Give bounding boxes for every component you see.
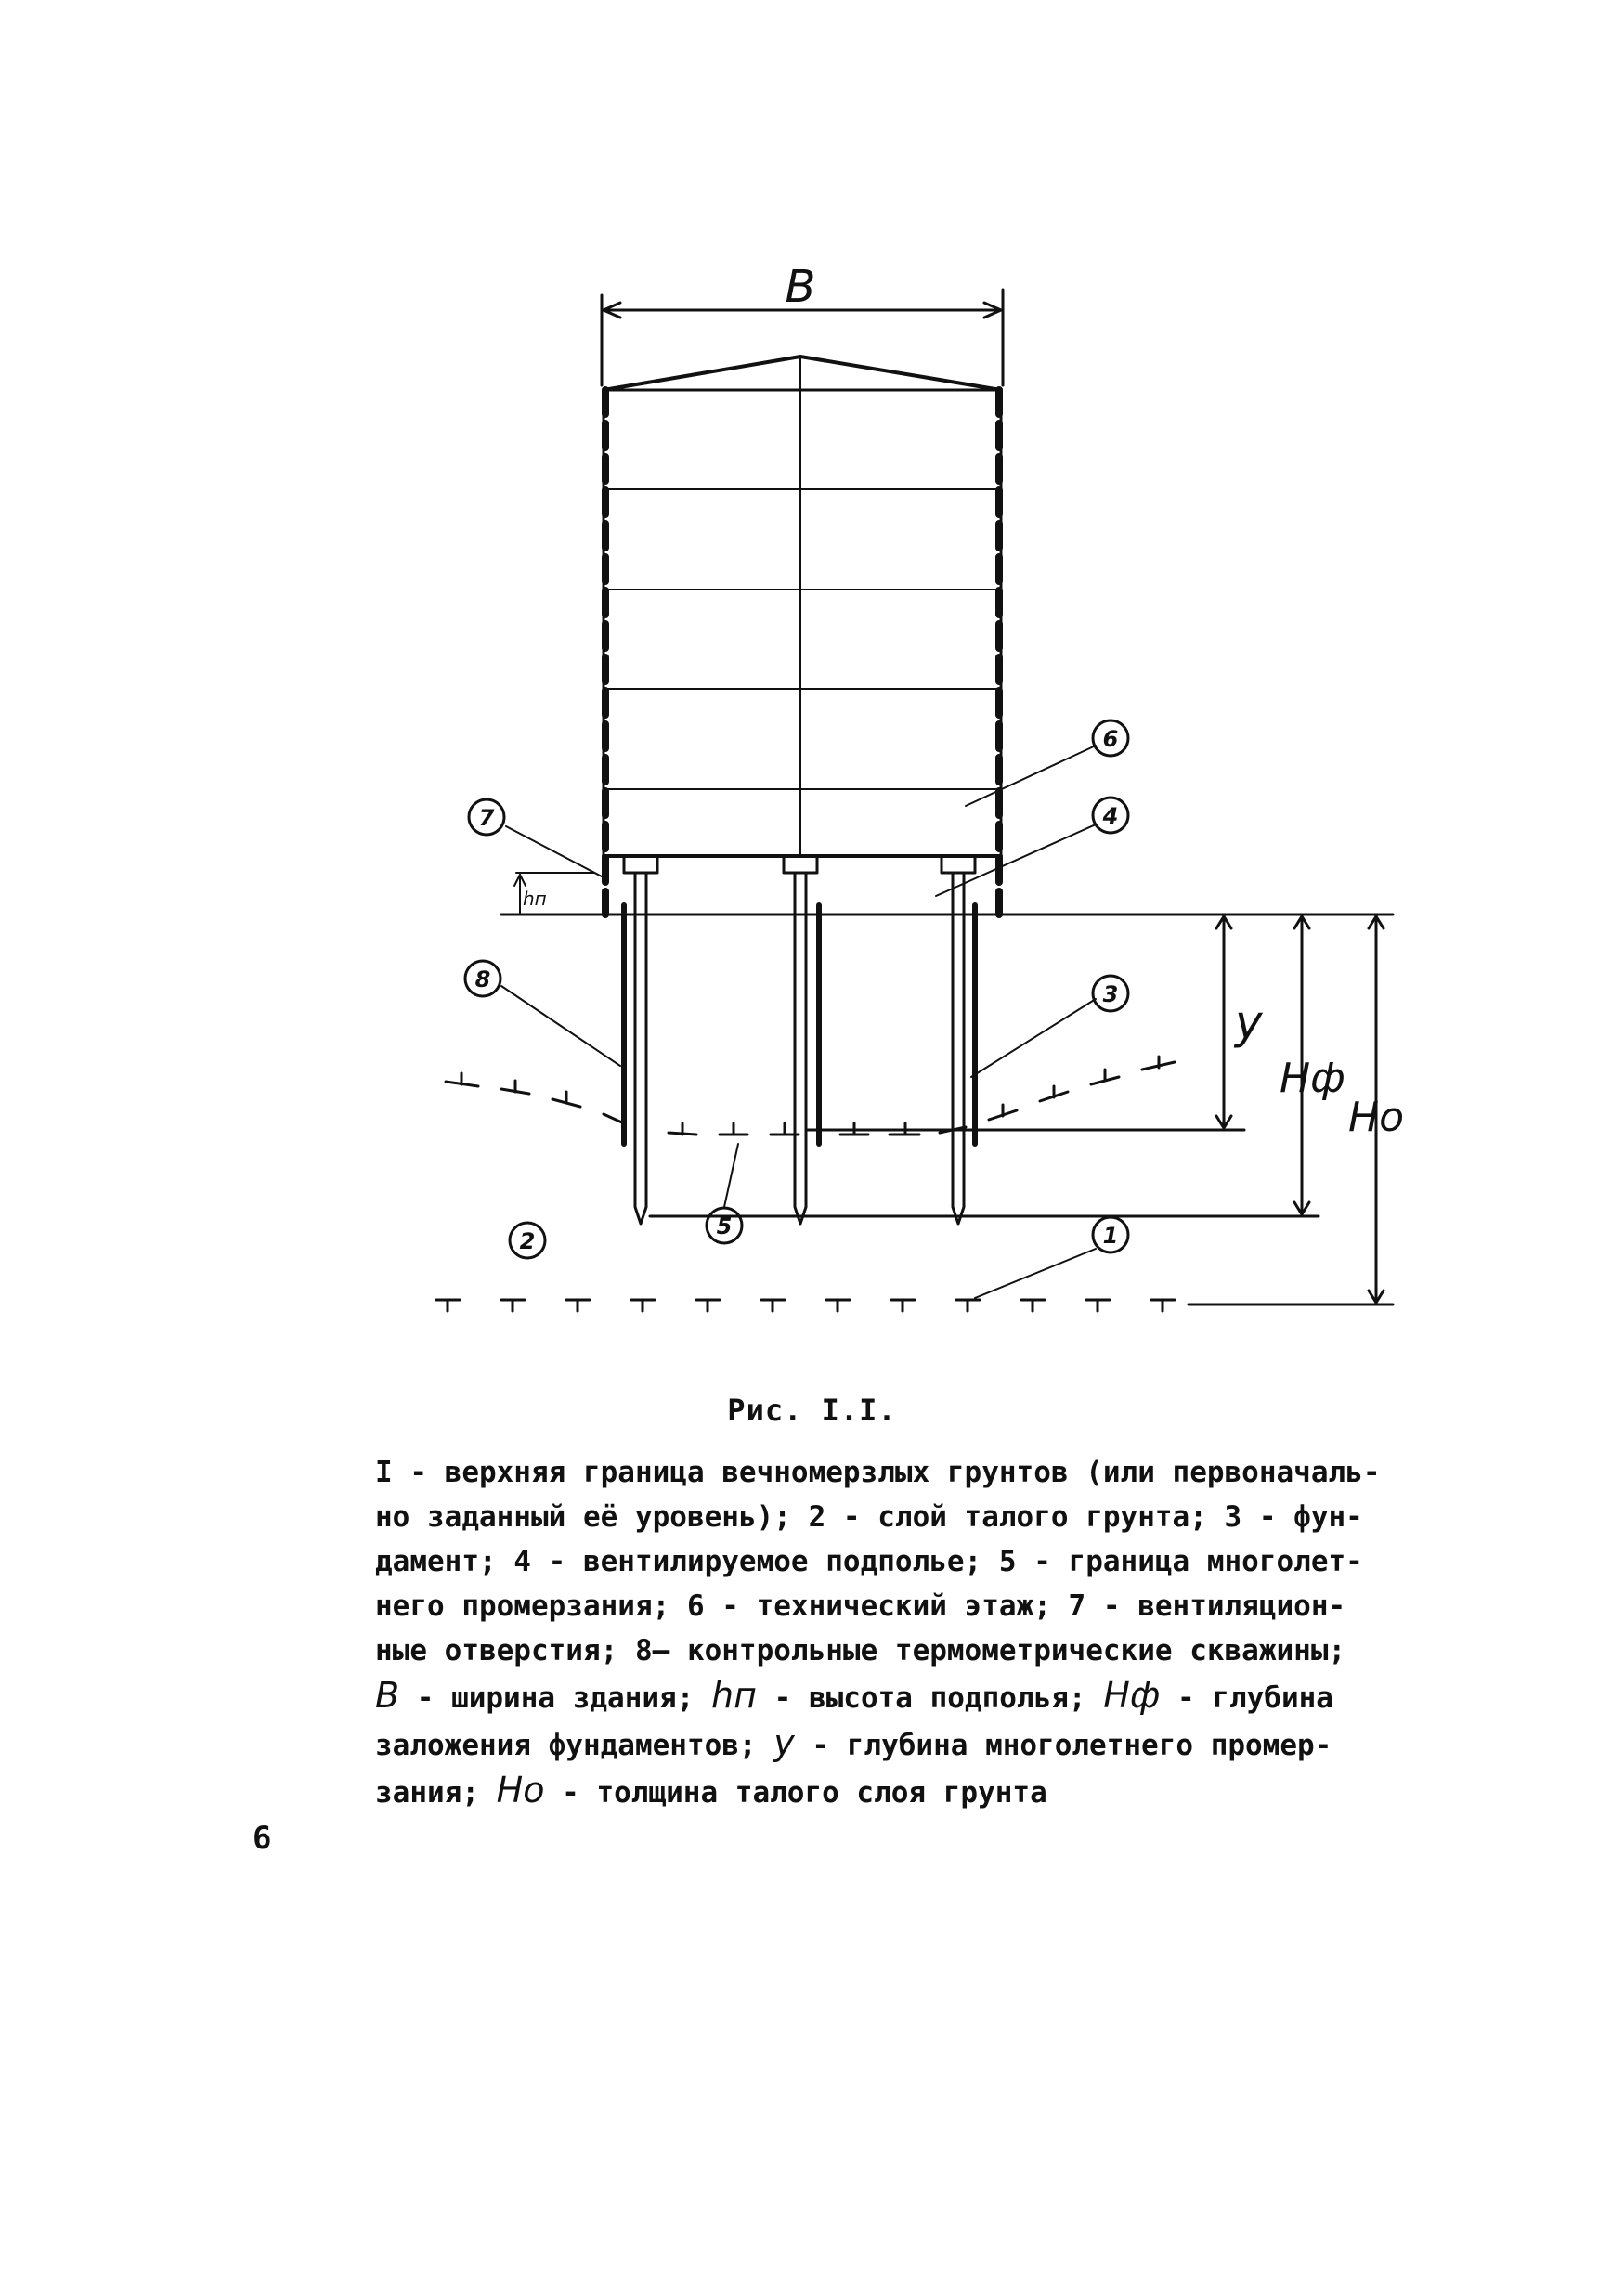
callout-4: 4 <box>1102 803 1119 829</box>
callout-3: 3 <box>1103 981 1119 1007</box>
callout-8: 8 <box>475 966 491 992</box>
symbol-Ho: Ho <box>496 1770 545 1810</box>
callout-2: 2 <box>520 1228 536 1254</box>
symbol-B: B <box>375 1675 400 1716</box>
roof <box>602 355 1003 393</box>
callout-5: 5 <box>717 1213 733 1239</box>
freezing-boundary <box>444 1055 1176 1136</box>
callout-6: 6 <box>1103 726 1119 752</box>
legend-line-8: зания; Ho - толщина талого слоя грунта <box>375 1768 1397 1815</box>
legend-text: - глубина <box>1160 1681 1333 1715</box>
legend-text: - глубина многолетнего промер- <box>794 1729 1332 1762</box>
symbol-hp: hп <box>711 1675 757 1716</box>
label-width-B: B <box>786 261 816 313</box>
legend-text: заложения фундаментов; <box>375 1729 774 1762</box>
figure-caption-title: Рис. I.I. <box>727 1393 897 1428</box>
legend-text: - высота подполья; <box>756 1681 1104 1715</box>
thermometric-wells <box>621 902 978 1147</box>
legend-text: - ширина здания; <box>399 1681 712 1715</box>
width-dimension <box>600 288 1005 387</box>
symbol-Hf: Hф <box>1103 1675 1161 1716</box>
leader-lines <box>500 745 1097 1299</box>
underfloor-height-dimension <box>513 872 595 914</box>
label-thaw-thickness: Ho <box>1348 1094 1404 1141</box>
building-foundation-figure: B hп y Hф Ho 6 4 7 8 3 5 2 1 <box>435 261 1404 1313</box>
label-freezing-depth-y: y <box>1233 995 1264 1049</box>
permafrost-boundary <box>435 1298 1176 1313</box>
legend-line-6: B - ширина здания; hп - высота подполья;… <box>375 1673 1397 1720</box>
legend-line-5: ные отверстия; 8— контрольные термометри… <box>375 1634 1346 1667</box>
pile-caps <box>602 854 1003 875</box>
legend-text: зания; <box>375 1776 497 1810</box>
figure-legend: I - верхняя граница вечномерзлых грунтов… <box>375 1450 1397 1815</box>
piles <box>633 871 966 1226</box>
legend-line-3: дамент; 4 - вентилируемое подполье; 5 - … <box>375 1545 1363 1578</box>
callout-circles <box>463 719 1130 1260</box>
symbol-y: y <box>773 1722 795 1763</box>
legend-line-1: I - верхняя граница вечномерзлых грунтов… <box>375 1456 1381 1489</box>
legend-line-2: но заданный её уровень); 2 - слой талого… <box>375 1500 1363 1534</box>
legend-line-4: него промерзания; 6 - технический этаж; … <box>375 1589 1346 1623</box>
callout-7: 7 <box>479 805 495 831</box>
page-number: 6 <box>253 1820 272 1857</box>
depth-dimensions <box>648 913 1395 1306</box>
building <box>602 386 1003 918</box>
legend-line-7: заложения фундаментов; y - глубина много… <box>375 1720 1397 1768</box>
legend-text: - толщина талого слоя грунта <box>544 1776 1047 1810</box>
callout-1: 1 <box>1103 1223 1119 1249</box>
label-foundation-depth: Hф <box>1280 1055 1345 1102</box>
label-underfloor-height: hп <box>523 888 547 910</box>
